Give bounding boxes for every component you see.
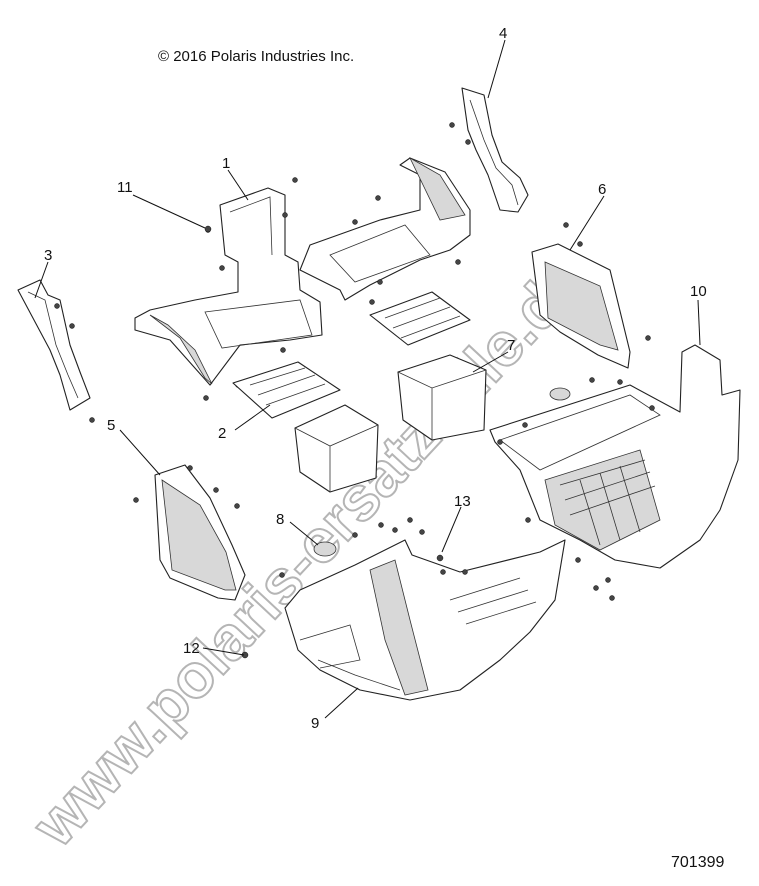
part-3-left-panel (17, 279, 95, 423)
part-8-grommet (313, 387, 571, 557)
callout-9: 9 (311, 715, 319, 732)
callout-8: 8 (276, 511, 284, 528)
part-10-rear-floor-tub (489, 344, 741, 601)
leader-lines (34, 39, 701, 719)
callout-4: 4 (499, 25, 507, 42)
part-2-floor-mats (232, 291, 471, 419)
part-11-fastener (204, 225, 212, 233)
callout-11: 11 (117, 179, 133, 196)
callout-7: 7 (507, 337, 515, 354)
callout-labels: 1 2 3 4 5 6 7 8 9 10 11 12 13 (44, 25, 707, 732)
copyright-text: © 2016 Polaris Industries Inc. (158, 48, 355, 65)
part-9-front-floor-tub (279, 517, 566, 701)
part-4-right-trim (449, 87, 529, 213)
figure-number: 701399 (671, 854, 725, 871)
part-7-storage-bins (294, 354, 487, 493)
part-5-left-side-panel (133, 464, 246, 601)
callout-6: 6 (598, 181, 606, 198)
part-6-right-side-panel (531, 222, 651, 369)
callout-3: 3 (44, 247, 52, 264)
callout-1: 1 (222, 155, 230, 172)
part-13-fastener (436, 554, 444, 562)
callout-13: 13 (454, 493, 471, 510)
callout-2: 2 (218, 425, 226, 442)
part-1-floor-right (299, 157, 471, 305)
callout-10: 10 (690, 283, 707, 300)
callout-12: 12 (183, 640, 200, 657)
callout-5: 5 (107, 417, 115, 434)
